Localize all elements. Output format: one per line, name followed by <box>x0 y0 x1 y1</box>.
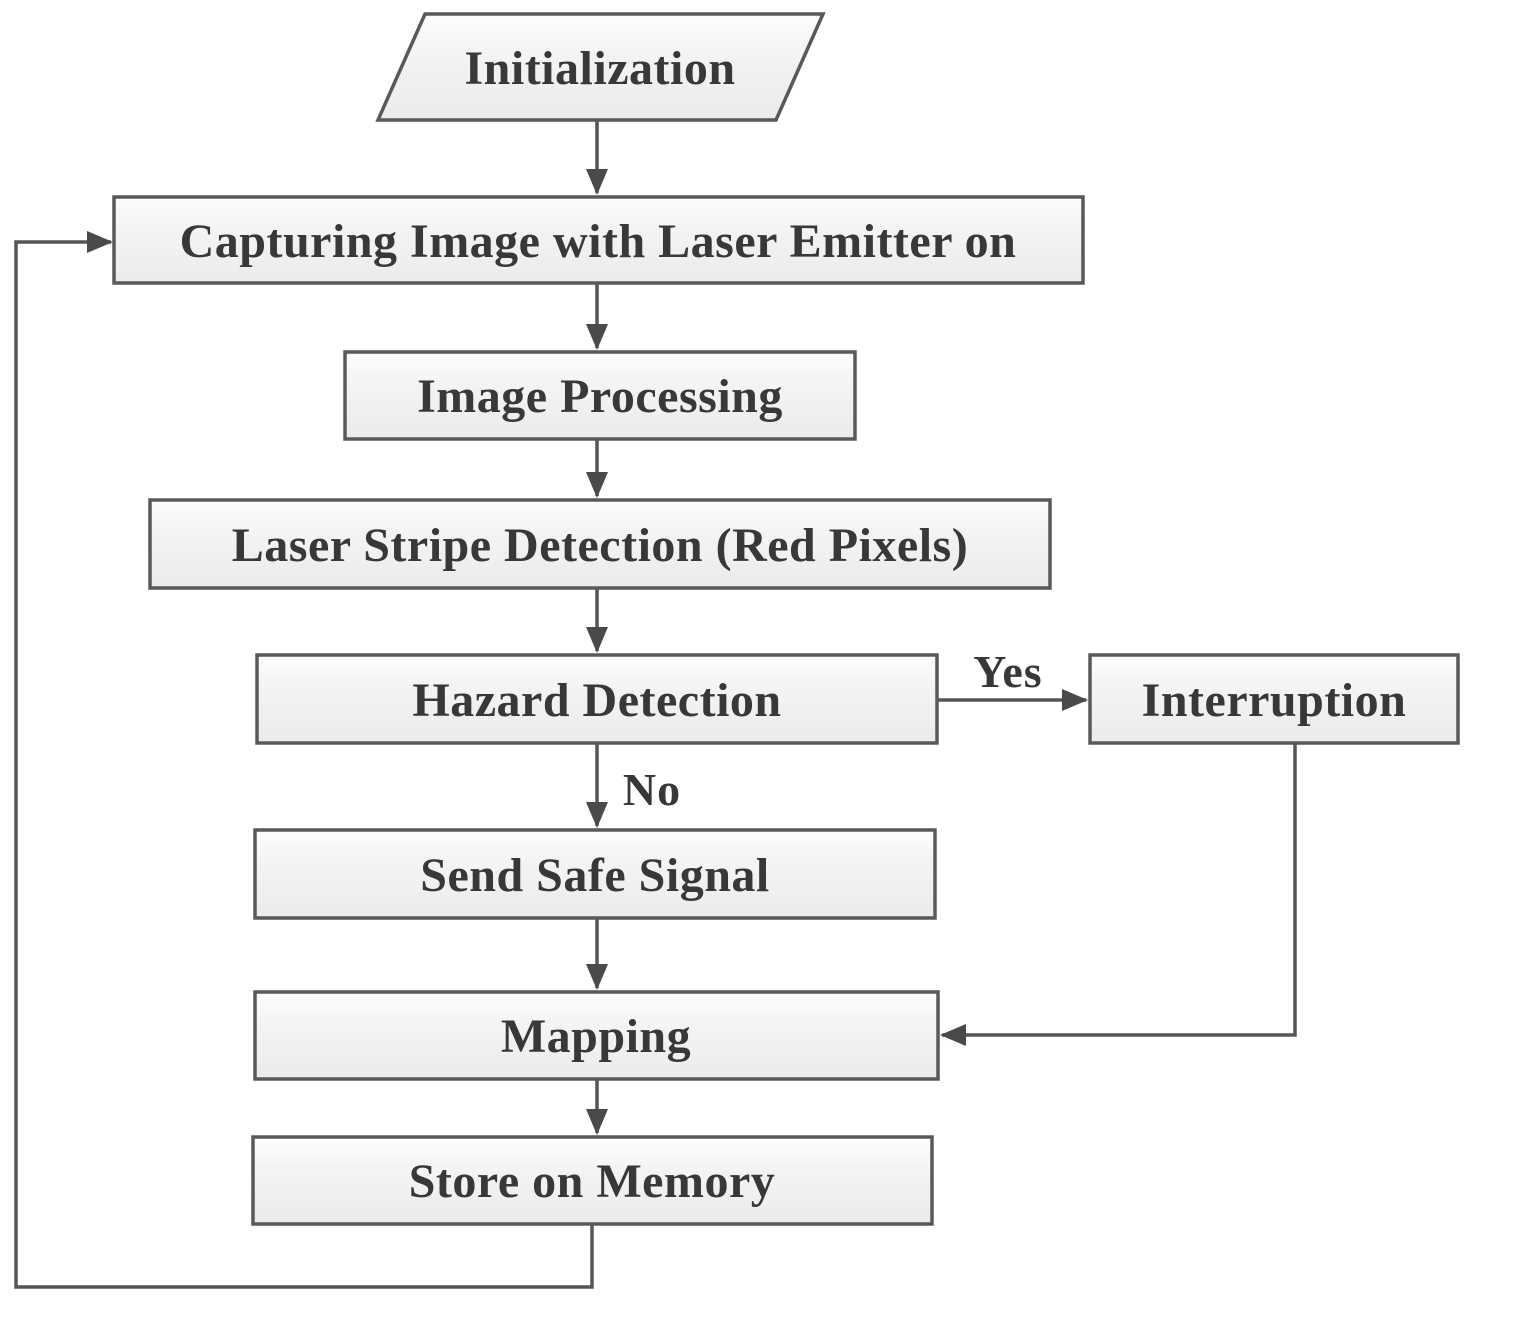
node-store-on-memory-shape <box>251 1135 934 1226</box>
edge-store-loop-to-capture <box>14 231 594 1289</box>
node-hazard-detection: Hazard Detection <box>255 653 939 745</box>
node-laser-stripe-detection-shape <box>148 498 1052 590</box>
edge-label-yes: Yes <box>973 646 1042 697</box>
node-initialization-shape <box>375 12 826 122</box>
node-hazard-detection-shape <box>255 653 939 745</box>
node-laser-stripe-detection: Laser Stripe Detection (Red Pixels) <box>148 498 1052 590</box>
node-store-on-memory-label: Store on Memory <box>409 1155 776 1208</box>
node-mapping: Mapping <box>253 990 940 1081</box>
node-send-safe-signal-shape <box>253 828 937 920</box>
node-interruption-shape <box>1088 653 1460 745</box>
node-send-safe-signal-label: Send Safe Signal <box>420 849 769 902</box>
node-capture-image: Capturing Image with Laser Emitter on <box>112 195 1085 285</box>
node-laser-stripe-detection-label: Laser Stripe Detection (Red Pixels) <box>232 519 968 572</box>
edges: Yes No <box>14 121 1297 1289</box>
node-initialization: Initialization <box>375 12 826 122</box>
node-store-on-memory: Store on Memory <box>251 1135 934 1226</box>
node-interruption-label: Interruption <box>1142 674 1407 727</box>
node-image-processing-label: Image Processing <box>417 370 783 423</box>
node-interruption: Interruption <box>1088 653 1460 745</box>
node-image-processing: Image Processing <box>343 350 857 441</box>
node-image-processing-shape <box>343 350 857 441</box>
node-send-safe-signal: Send Safe Signal <box>253 828 937 920</box>
node-mapping-shape <box>253 990 940 1081</box>
node-hazard-detection-label: Hazard Detection <box>412 674 781 727</box>
node-capture-image-shape <box>112 195 1085 285</box>
node-initialization-label: Initialization <box>464 42 735 95</box>
node-mapping-label: Mapping <box>501 1010 691 1063</box>
edge-interruption-to-mapping <box>940 744 1297 1046</box>
node-capture-image-label: Capturing Image with Laser Emitter on <box>180 215 1017 268</box>
edge-label-no: No <box>623 764 681 815</box>
